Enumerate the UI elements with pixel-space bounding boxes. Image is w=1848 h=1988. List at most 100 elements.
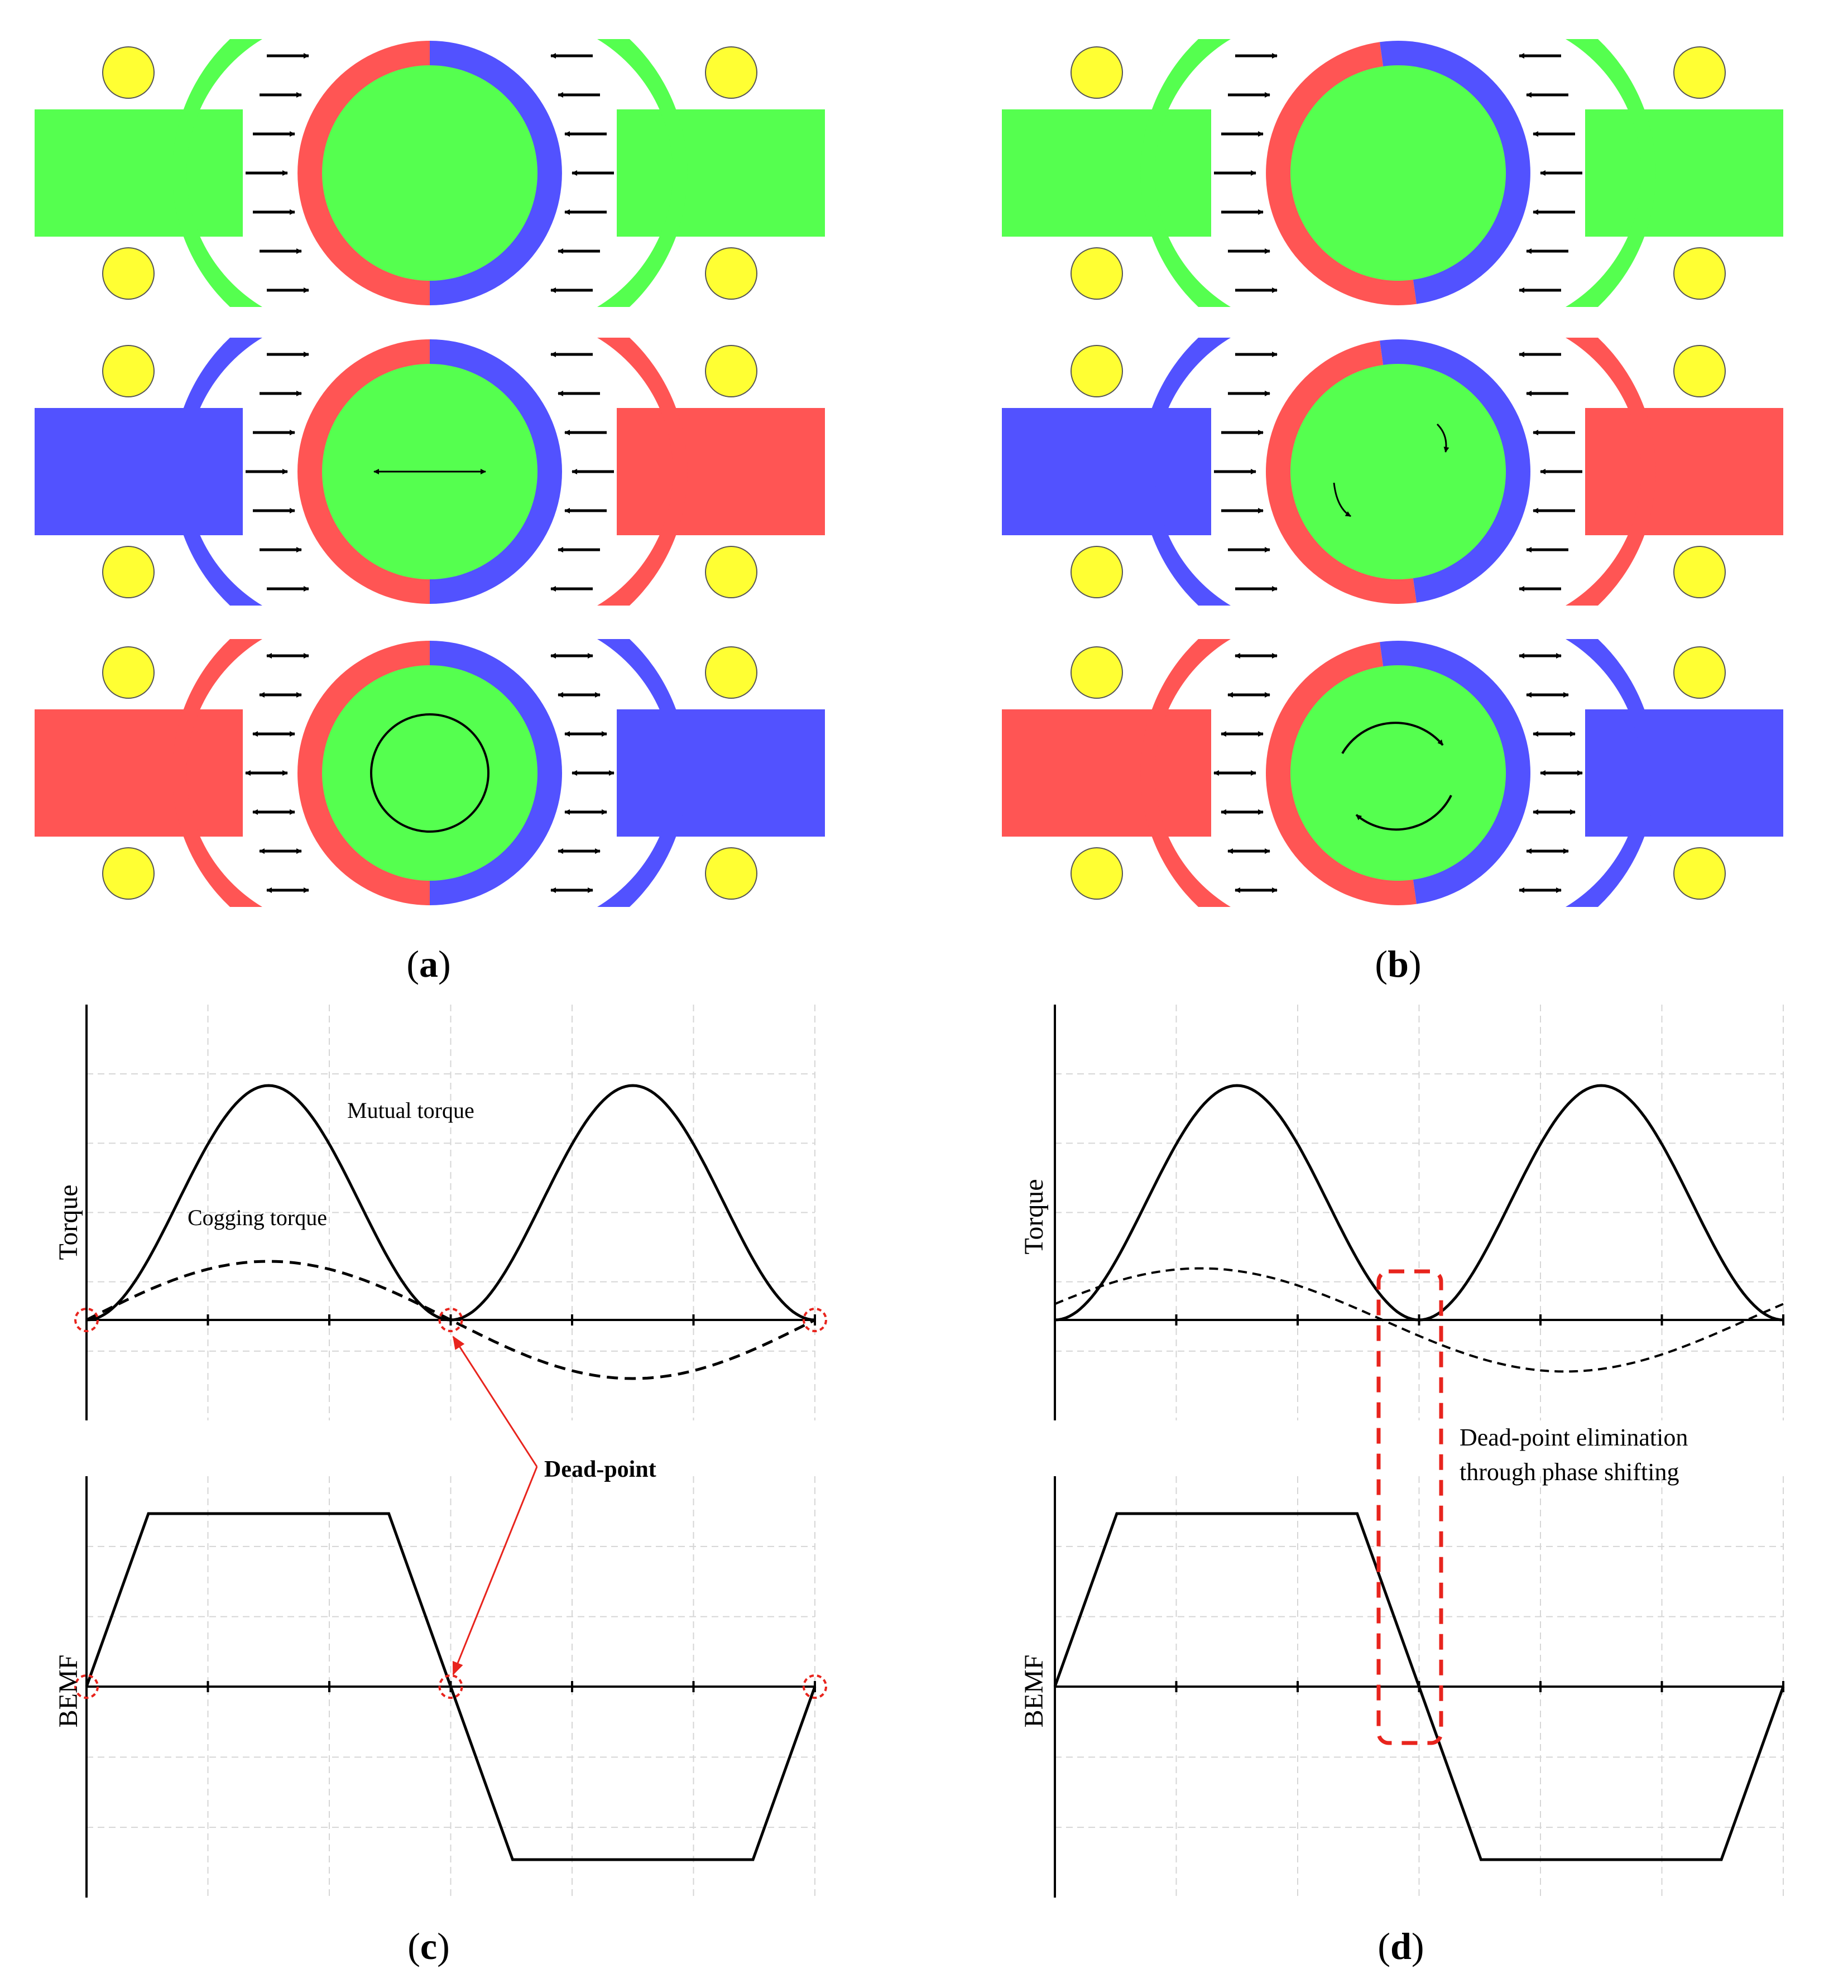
stator-right-bar: [1585, 408, 1783, 535]
rotor: [1266, 641, 1530, 905]
torque-axis-label-d: Torque: [1019, 1179, 1049, 1254]
dead-point-marker: [74, 1308, 99, 1332]
stator-left-bar: [35, 709, 243, 837]
stator-left-pole: [172, 338, 262, 606]
coil-circle: [1071, 847, 1123, 900]
chart-d-torque: [1054, 1005, 1784, 1420]
coil-circle: [705, 46, 757, 99]
stator-right-pole: [597, 39, 688, 307]
caption-d: (d): [1377, 1925, 1424, 1967]
coil-circle: [1071, 345, 1123, 397]
motor-b-2: [1002, 338, 1783, 606]
caption-a: (a): [406, 943, 450, 985]
stator-left-pole: [1140, 639, 1231, 907]
rotor-core: [1290, 65, 1506, 281]
rotation-arrow: [1436, 423, 1449, 453]
bemf-line: [1053, 1512, 1785, 1861]
dead-point-elimination-box: [1376, 1269, 1443, 1745]
rotor-core: [322, 65, 537, 281]
coil-circle: [705, 847, 757, 900]
coil-circle: [1673, 847, 1726, 900]
rotor: [1266, 339, 1530, 604]
coil-circle: [102, 646, 155, 699]
rotor-core: [322, 665, 537, 881]
cogging-torque-line: [1054, 1267, 1784, 1373]
coil-circle: [102, 345, 155, 397]
stator-left-pole: [172, 639, 262, 907]
dead-point-arrow: [452, 1466, 538, 1675]
coil-circle: [705, 546, 757, 598]
dead-point-marker: [438, 1308, 463, 1332]
torque-axis-label-c: Torque: [54, 1184, 83, 1260]
mutual-torque-label: Mutual torque: [347, 1098, 474, 1123]
coil-circle: [705, 345, 757, 397]
stator-left-bar: [1002, 709, 1211, 837]
motor-a-2: [35, 338, 825, 606]
dead-point-elimination-line2: through phase shifting: [1460, 1458, 1679, 1486]
coil-circle: [1071, 646, 1123, 699]
stator-right-bar: [617, 109, 825, 237]
coil-circle: [102, 546, 155, 598]
coil-circle: [1071, 247, 1123, 300]
rotation-arrow: [1333, 482, 1351, 517]
stator-left-bar: [35, 109, 243, 237]
stator-left-pole: [1140, 338, 1231, 606]
dead-point-marker: [803, 1308, 827, 1332]
coil-circle: [1673, 46, 1726, 99]
dead-point-label: Dead-point: [544, 1457, 656, 1482]
rotor: [297, 641, 562, 905]
bemf-axis-label-c: BEMF: [54, 1655, 83, 1728]
torque-circle: [370, 713, 489, 833]
stator-right-pole: [597, 639, 688, 907]
rotation-arrow: [1355, 795, 1452, 831]
motor-a-3: [35, 639, 825, 907]
chart-d-bemf: [1053, 1476, 1785, 1898]
stator-left-pole: [172, 39, 262, 307]
motor-b-3: [1002, 639, 1783, 907]
stator-right-bar: [617, 408, 825, 535]
coil-circle: [102, 847, 155, 900]
stator-right-pole: [597, 338, 688, 606]
panel-captions: (a) (b) (c) (d): [406, 943, 1424, 1967]
coil-circle: [705, 247, 757, 300]
coil-circle: [1673, 646, 1726, 699]
dead-point-elimination-line1: Dead-point elimination: [1460, 1424, 1688, 1451]
motor-b-1: [1002, 39, 1783, 307]
chart-text-labels: Torque BEMF Torque BEMF Mutual torque Co…: [54, 1098, 1688, 1727]
coil-circle: [102, 247, 155, 300]
stator-left-bar: [1002, 109, 1211, 237]
stator-right-bar: [1585, 109, 1783, 237]
stator-right-pole: [1566, 639, 1656, 907]
cogging-torque-label: Cogging torque: [188, 1205, 327, 1230]
stator-left-bar: [35, 408, 243, 535]
dead-point-marker: [438, 1674, 463, 1699]
coil-circle: [1071, 546, 1123, 598]
dead-point-arrow: [452, 1336, 538, 1467]
motor-diagrams: [35, 39, 1783, 907]
dead-point-marker: [74, 1674, 99, 1699]
stator-left-pole: [1140, 39, 1231, 307]
bemf-line: [85, 1512, 817, 1861]
caption-b: (b): [1375, 943, 1421, 985]
stator-left-bar: [1002, 408, 1211, 535]
mutual-torque-line: [86, 1084, 815, 1322]
rotor: [1266, 41, 1530, 305]
bemf-axis-label-d: BEMF: [1019, 1655, 1049, 1728]
waveform-charts: [74, 1005, 1785, 1898]
coil-circle: [1673, 546, 1726, 598]
rotor-core: [1290, 665, 1506, 881]
chart-c-torque: [74, 1005, 827, 1420]
coil-circle: [705, 646, 757, 699]
caption-c: (c): [407, 1925, 450, 1967]
mutual-torque-line: [1054, 1084, 1784, 1322]
motor-a-1: [35, 39, 825, 307]
stator-right-pole: [1566, 338, 1656, 606]
chart-c-bemf: [74, 1476, 827, 1898]
coil-circle: [102, 46, 155, 99]
cogging-torque-line: [85, 1260, 816, 1380]
stator-right-bar: [617, 709, 825, 837]
stator-right-pole: [1566, 39, 1656, 307]
coil-circle: [1673, 247, 1726, 300]
coil-circle: [1673, 345, 1726, 397]
